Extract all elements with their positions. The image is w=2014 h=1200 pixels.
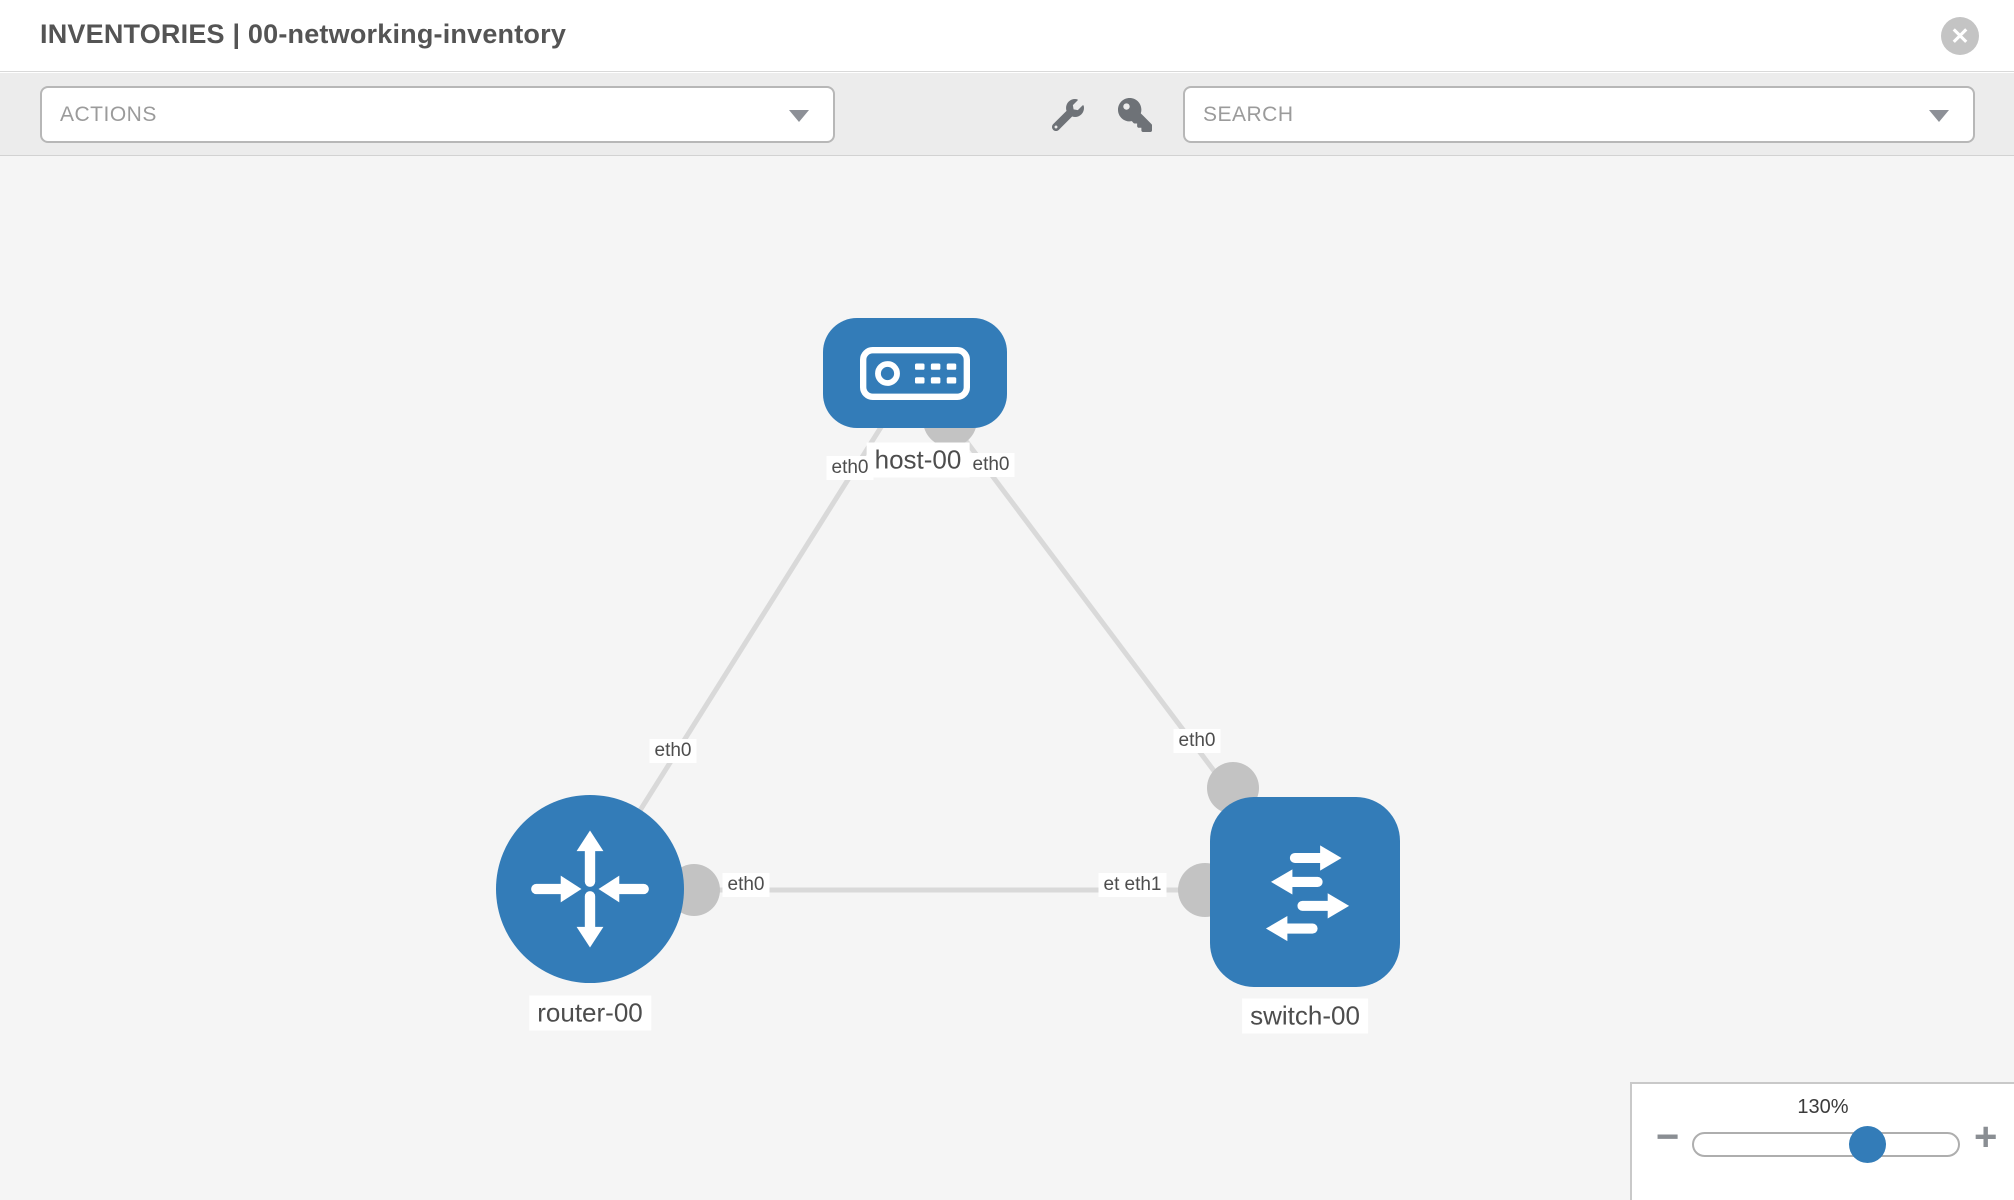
interface-label: eth0: [826, 456, 874, 480]
interface-label: eth0: [722, 873, 770, 897]
close-button[interactable]: ✕: [1941, 17, 1979, 55]
zoom-level-readout: 130%: [1797, 1096, 1849, 1118]
interface-label: eth0: [1173, 729, 1221, 753]
actions-dropdown[interactable]: ACTIONS: [40, 86, 835, 143]
zoom-out-button[interactable]: −: [1656, 1115, 1680, 1159]
search-combobox[interactable]: SEARCH: [1183, 86, 1975, 143]
close-icon: ✕: [1950, 22, 1970, 49]
switch-icon: [1265, 845, 1350, 942]
credentials-button[interactable]: [1107, 87, 1163, 143]
wrench-icon: [1052, 99, 1084, 131]
node-router-00[interactable]: [496, 795, 684, 983]
chevron-down-icon: [789, 109, 809, 122]
page-title: INVENTORIES | 00-networking-inventory: [40, 19, 567, 49]
zoom-slider-thumb[interactable]: [1849, 1126, 1886, 1163]
zoom-slider-track[interactable]: [1692, 1126, 1960, 1163]
toolbar: ACTIONS SEARCH: [0, 73, 2014, 156]
node-label-host: host-00: [866, 442, 970, 478]
interface-label: eth0: [967, 453, 1015, 477]
configure-button[interactable]: [1040, 87, 1096, 143]
zoom-panel: 130% − +: [1630, 1082, 2014, 1200]
chevron-down-icon: [1929, 109, 1949, 122]
node-label-switch: switch-00: [1242, 998, 1368, 1034]
zoom-in-button[interactable]: +: [1974, 1115, 1998, 1159]
host-icon: [860, 346, 970, 400]
node-label-router: router-00: [529, 995, 651, 1031]
node-switch-00[interactable]: [1210, 797, 1400, 987]
header: INVENTORIES | 00-networking-inventory ✕: [0, 0, 2014, 72]
topology-canvas[interactable]: host-00 router-00 switch-00 eth0 eth0 et…: [0, 156, 2014, 1200]
search-placeholder: SEARCH: [1203, 102, 1294, 126]
router-icon: [531, 830, 649, 948]
actions-dropdown-label: ACTIONS: [60, 102, 157, 126]
interface-label: eth1: [1119, 873, 1167, 897]
interface-label: eth0: [649, 739, 697, 763]
topology-edges: [587, 371, 1307, 917]
key-icon: [1118, 98, 1152, 132]
node-host-00[interactable]: [823, 318, 1007, 428]
